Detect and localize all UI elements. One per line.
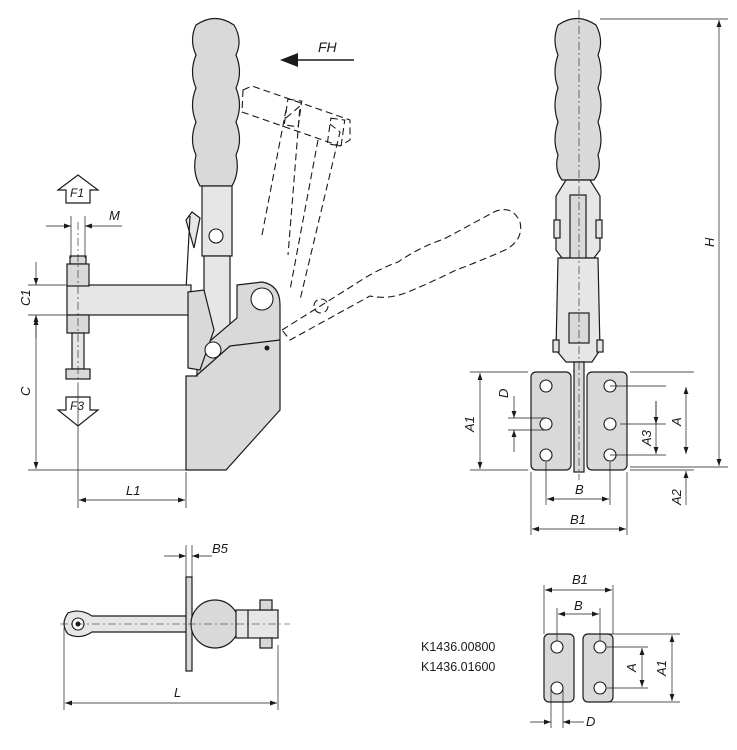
clamp-arm xyxy=(66,284,192,316)
handle-rod xyxy=(201,185,233,257)
handle-grip xyxy=(191,17,241,187)
label-d: D xyxy=(496,389,511,398)
front-view: H A1 D A A3 A2 B B1 xyxy=(462,10,728,535)
label-m: M xyxy=(109,208,120,223)
label-f3: F3 xyxy=(70,399,84,413)
force-f1-arrow xyxy=(56,174,100,204)
label-fh: FH xyxy=(318,39,338,55)
dimension-lines-front xyxy=(470,18,728,535)
label-base-a1: A1 xyxy=(654,660,669,677)
label-a1: A1 xyxy=(462,416,477,433)
label-l1: L1 xyxy=(126,483,140,498)
label-b1: B1 xyxy=(570,512,586,527)
model-number-2: K1436.01600 xyxy=(421,660,496,674)
label-b: B xyxy=(575,482,584,497)
front-handle-grip xyxy=(554,17,602,181)
label-base-b1: B1 xyxy=(572,572,588,587)
label-base-a: A xyxy=(624,663,639,673)
open-position-ghost xyxy=(241,85,522,341)
dimension-lines-base xyxy=(530,585,680,728)
label-base-d: D xyxy=(586,714,595,729)
label-h: H xyxy=(702,237,717,247)
spindle xyxy=(65,222,91,385)
label-b5: B5 xyxy=(212,541,229,556)
dimension-lines-top xyxy=(63,545,279,710)
dimension-lines-side xyxy=(28,216,187,508)
side-view: FH F1 F3 M C1 C L1 xyxy=(18,17,522,508)
label-c1: C1 xyxy=(18,289,33,306)
label-a: A xyxy=(669,417,684,427)
label-f1: F1 xyxy=(70,186,84,200)
top-view: B5 L xyxy=(60,541,290,710)
clamp-body xyxy=(185,281,281,471)
base-plate-view: B1 B A A1 D xyxy=(530,572,680,729)
label-a3: A3 xyxy=(639,429,654,447)
model-number-1: K1436.00800 xyxy=(421,640,496,654)
label-base-b: B xyxy=(574,598,583,613)
force-f3-arrow xyxy=(56,396,100,427)
label-l: L xyxy=(174,685,181,700)
force-fh-arrow xyxy=(280,53,354,67)
label-c: C xyxy=(18,386,33,396)
label-a2: A2 xyxy=(669,488,684,506)
